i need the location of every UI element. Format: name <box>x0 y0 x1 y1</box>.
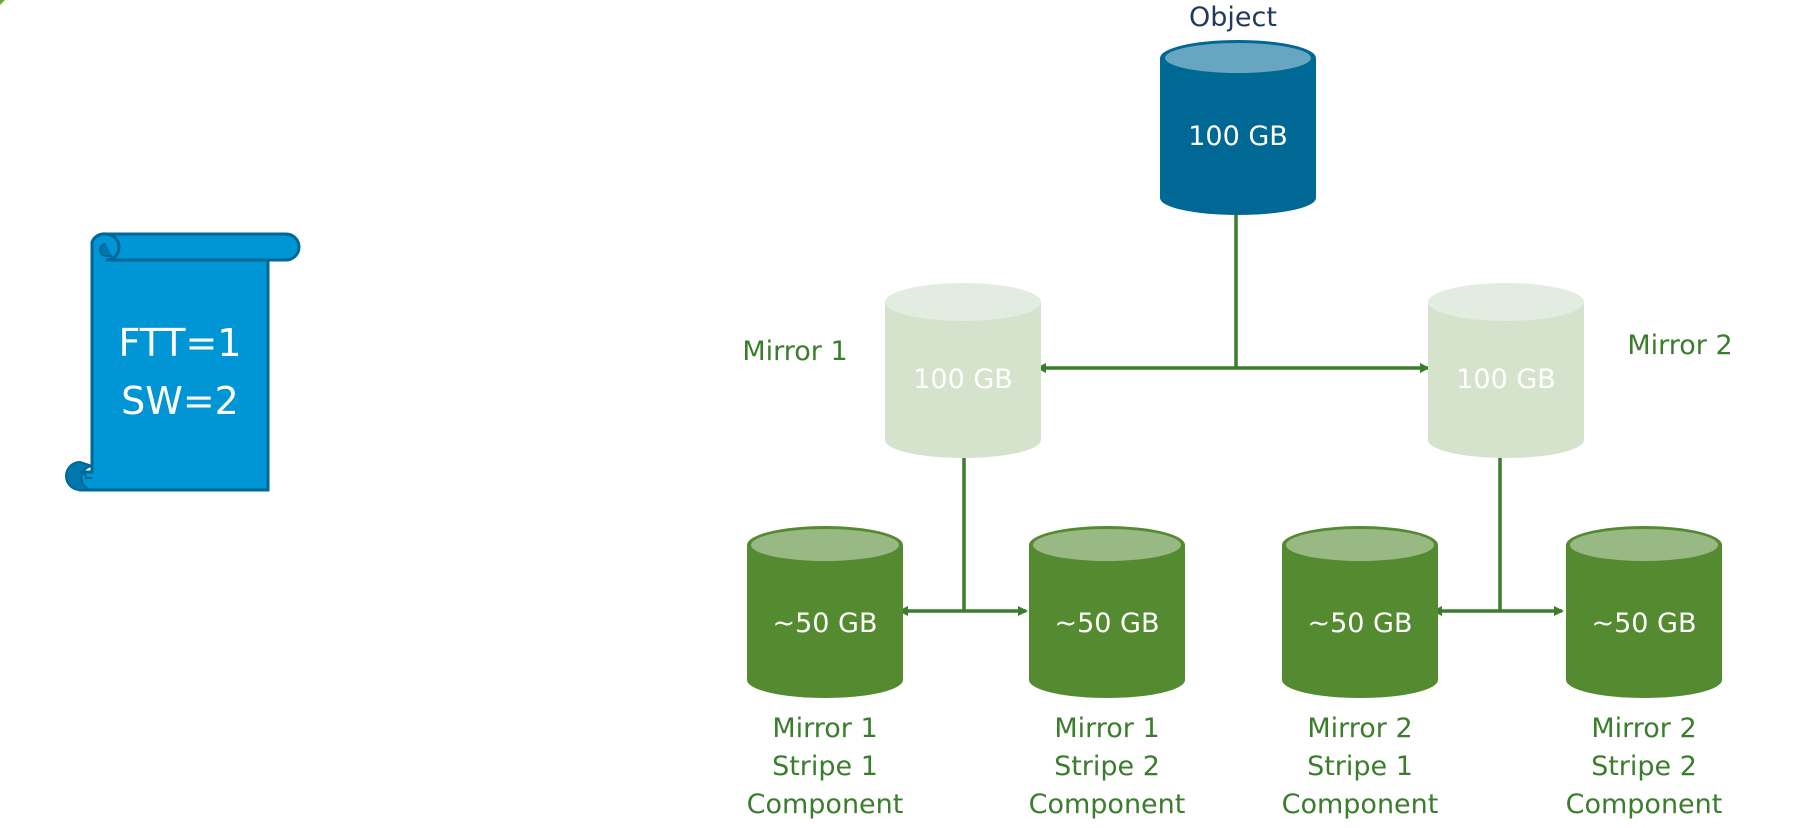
component-1-label-line: Component <box>747 789 904 820</box>
object-title: Object <box>1189 2 1277 33</box>
component-4-size: ~50 GB <box>1591 608 1696 639</box>
mirror-2-label: Mirror 2 <box>1627 330 1732 361</box>
component-3-cylinder-icon <box>1282 526 1438 698</box>
mirror-2-size: 100 GB <box>1456 364 1556 395</box>
component-1-label-line: Mirror 1 <box>772 713 877 744</box>
mirror-1-cylinder-icon <box>885 283 1041 458</box>
corner-mark <box>0 0 5 5</box>
component-3-label-line: Mirror 2 <box>1307 713 1412 744</box>
component-3-label-line: Component <box>1282 789 1439 820</box>
component-2-label-line: Component <box>1029 789 1186 820</box>
component-4-label-line: Component <box>1566 789 1723 820</box>
mirror-2-cylinder-icon <box>1428 283 1584 458</box>
component-3-label-line: Stripe 1 <box>1307 751 1413 782</box>
component-4-label-line: Mirror 2 <box>1591 713 1696 744</box>
component-1-cylinder-icon <box>747 526 903 698</box>
object-size: 100 GB <box>1188 121 1288 152</box>
component-4-label-line: Stripe 2 <box>1591 751 1697 782</box>
connectors <box>898 212 1564 616</box>
component-1-size: ~50 GB <box>772 608 877 639</box>
policy-scroll-icon <box>65 232 301 492</box>
component-2-label-line: Mirror 1 <box>1054 713 1159 744</box>
component-1-label-line: Stripe 1 <box>772 751 878 782</box>
mirror-1-size: 100 GB <box>913 364 1013 395</box>
mirror-1-label: Mirror 1 <box>742 336 847 367</box>
component-2-size: ~50 GB <box>1054 608 1159 639</box>
component-2-cylinder-icon <box>1029 526 1185 698</box>
component-2-label-line: Stripe 2 <box>1054 751 1160 782</box>
policy-ftt-text: FTT=1 <box>119 321 242 365</box>
object-cylinder-icon <box>1160 40 1316 215</box>
policy-sw-text: SW=2 <box>121 379 239 423</box>
component-4-cylinder-icon <box>1566 526 1722 698</box>
component-3-size: ~50 GB <box>1307 608 1412 639</box>
